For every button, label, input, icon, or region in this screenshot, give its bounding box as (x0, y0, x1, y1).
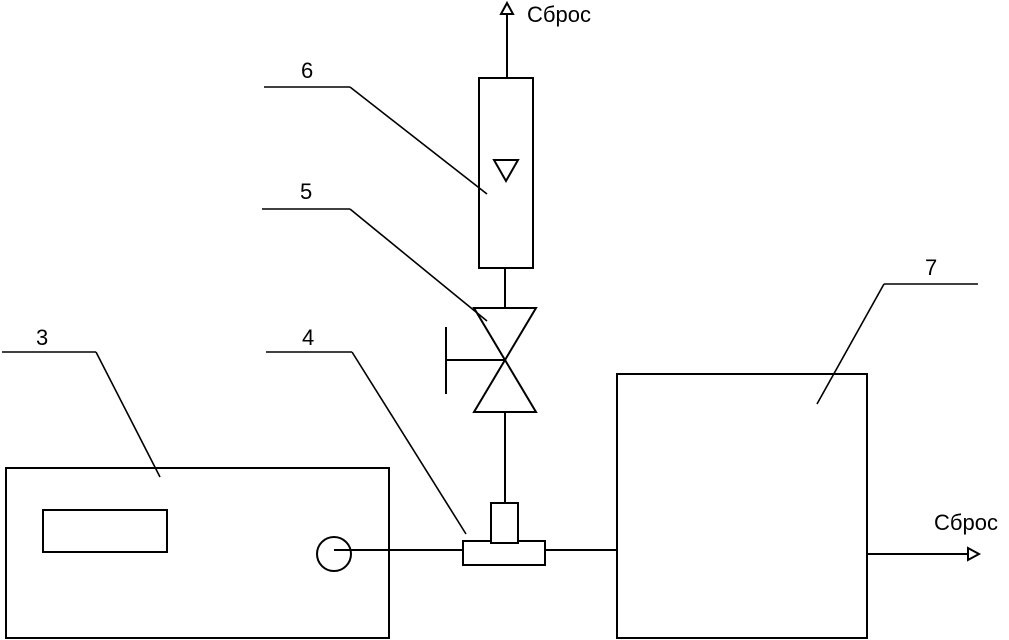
exhaust-arrow-up-icon (499, 0, 515, 15)
label-7: 7 (925, 255, 937, 280)
exhaust-arrow-right-icon (967, 546, 982, 562)
valve-5-lower-triangle (472, 358, 538, 413)
device-3-port-icon (316, 536, 352, 572)
tee-4-body (462, 540, 546, 566)
leader-line-4 (266, 351, 467, 535)
flowmeter-float-icon (492, 159, 520, 184)
valve-5-upper-triangle (472, 307, 538, 362)
leader-line-5 (262, 208, 488, 322)
device-3-display (42, 509, 168, 553)
label-6: 6 (301, 58, 313, 83)
leader-line-3 (2, 351, 161, 478)
right-exhaust-label: Сброс (934, 510, 998, 535)
flowmeter-6-tube (478, 77, 534, 269)
flowmeter-6 (478, 77, 534, 269)
leader-line-6 (264, 86, 488, 195)
analyzer-7-body (616, 373, 868, 639)
tee-4-branch (490, 502, 519, 544)
label-5: 5 (300, 179, 312, 204)
device-3 (5, 467, 390, 639)
top-exhaust-label: Сброс (527, 2, 591, 27)
label-4: 4 (302, 325, 314, 350)
label-3: 3 (36, 325, 48, 350)
valve-5 (445, 307, 538, 413)
device-3-body (5, 467, 390, 639)
leader-line-7 (816, 283, 978, 405)
tee-4 (462, 502, 546, 566)
